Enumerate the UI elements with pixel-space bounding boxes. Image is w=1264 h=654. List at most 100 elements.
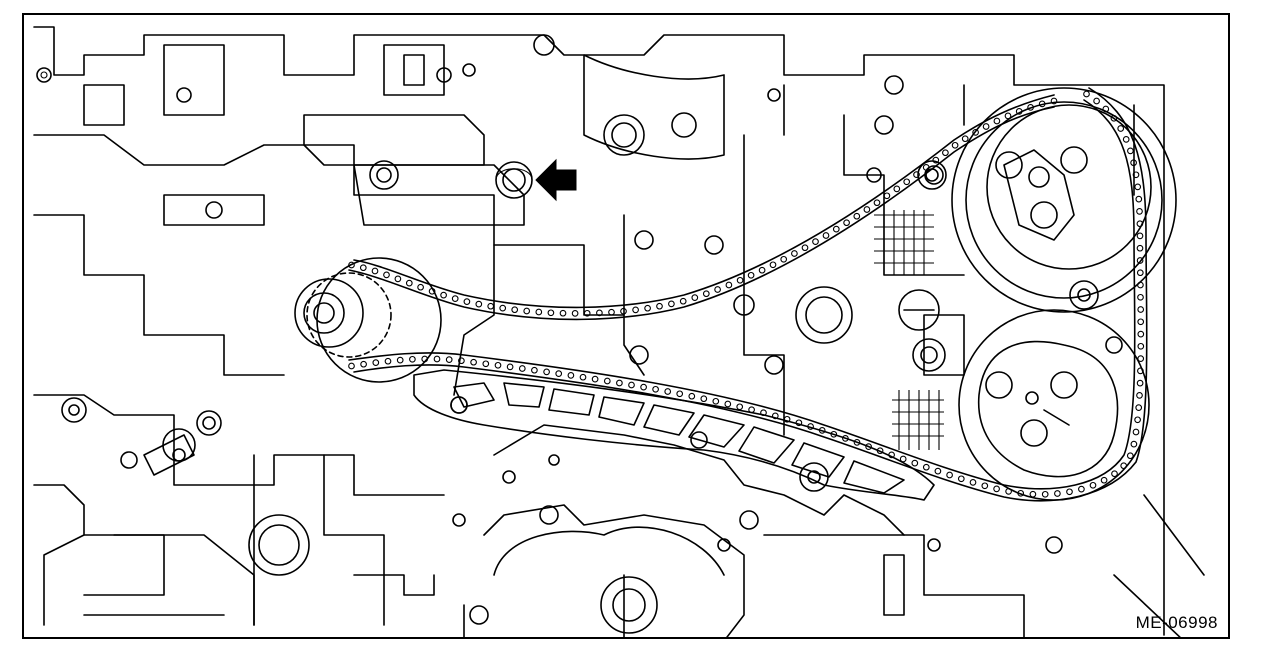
chain-link — [1134, 416, 1141, 424]
chain-link — [832, 225, 840, 233]
chain-link — [972, 129, 979, 136]
chain-link — [494, 361, 502, 369]
chain-link — [1102, 105, 1110, 113]
chain-link — [981, 482, 989, 490]
chain-link — [531, 366, 538, 374]
chain-link — [470, 358, 477, 366]
chain-link — [1005, 488, 1012, 495]
chain-link — [853, 212, 861, 220]
chain-link — [405, 279, 413, 287]
chain-guide — [413, 369, 935, 501]
chain-link — [1136, 232, 1144, 240]
chain-link — [736, 276, 744, 284]
chain-link — [911, 459, 919, 467]
chain-link — [883, 192, 891, 200]
chain-link — [579, 373, 587, 381]
chain-link — [712, 397, 720, 405]
chain-link — [812, 238, 819, 245]
chain-link — [652, 385, 659, 393]
chain-link — [771, 412, 779, 420]
chain-link — [1136, 244, 1144, 252]
chain-link — [1137, 318, 1145, 326]
chain-link — [1136, 220, 1144, 228]
chain-link — [1089, 481, 1097, 489]
chain-link — [506, 363, 514, 371]
chain-link — [1066, 488, 1073, 496]
chain-link — [1050, 97, 1058, 105]
chain-link — [961, 135, 969, 143]
chain-link — [348, 261, 355, 269]
chain-link — [559, 309, 567, 317]
chain-link — [736, 403, 744, 411]
chain-link — [747, 271, 755, 279]
chain-link — [1132, 171, 1140, 179]
chain-link — [922, 164, 930, 171]
chain-link — [1130, 159, 1137, 167]
chain-link — [873, 199, 881, 207]
chain-link — [511, 306, 519, 314]
chain-link — [372, 359, 380, 366]
chain-link — [487, 302, 495, 310]
chain-link — [1078, 485, 1085, 493]
chain-link — [463, 298, 471, 305]
crank-sprocket — [294, 257, 442, 383]
chain-link — [725, 281, 733, 289]
chain-link — [843, 219, 850, 227]
chain-link — [1083, 90, 1090, 98]
chain-link — [499, 304, 507, 312]
chain-link — [1111, 470, 1118, 478]
chain-link — [863, 206, 871, 213]
chain-link — [1137, 306, 1145, 313]
chain-link — [1038, 100, 1046, 108]
chain-link — [893, 185, 901, 193]
chain-link — [946, 471, 953, 479]
chain-link — [608, 308, 615, 316]
figure-code: ME-06998 — [1135, 613, 1218, 632]
chain-link — [1137, 367, 1144, 375]
chain-link — [433, 355, 441, 363]
chain-link — [523, 307, 531, 315]
chain-link — [791, 250, 798, 257]
bolts — [36, 34, 1123, 634]
chain-link — [640, 383, 647, 391]
chain-link — [664, 388, 672, 395]
chain-link — [445, 356, 453, 363]
chain-link — [822, 232, 830, 239]
chain-link — [1004, 112, 1012, 120]
chain-link — [801, 244, 809, 252]
chain-link — [475, 300, 483, 308]
chain-link — [865, 443, 872, 450]
chain-link — [1136, 269, 1144, 277]
chain-link — [1100, 476, 1108, 484]
chain-link — [1137, 330, 1145, 338]
chain-link — [555, 370, 563, 377]
chain-link — [724, 400, 732, 408]
chain-link — [644, 304, 651, 312]
chain-link — [1134, 183, 1142, 191]
chain-link — [603, 377, 611, 385]
chain-link — [913, 171, 920, 178]
chain-link — [360, 360, 367, 368]
chain-link — [668, 300, 675, 308]
chain-link — [688, 392, 696, 400]
chain-link — [714, 286, 721, 293]
chain-link — [428, 287, 436, 295]
lower-housing — [113, 424, 905, 637]
chain-link — [700, 395, 708, 403]
chain-links — [348, 90, 1145, 498]
chain-link — [543, 368, 550, 376]
chain-link — [783, 415, 791, 423]
chain-link — [1122, 136, 1130, 143]
chain-link — [1120, 462, 1128, 470]
cam-sprocket-upper — [951, 87, 1177, 313]
chain-link — [1017, 489, 1025, 497]
timing-chain — [348, 87, 1148, 502]
chain-link — [676, 390, 684, 398]
chain-link — [1093, 97, 1100, 105]
chain-link — [903, 178, 911, 186]
chain-link — [440, 291, 447, 299]
chain-link — [942, 149, 949, 157]
chain-link — [535, 308, 543, 316]
chain-link — [591, 375, 599, 383]
chain-link — [583, 309, 591, 317]
